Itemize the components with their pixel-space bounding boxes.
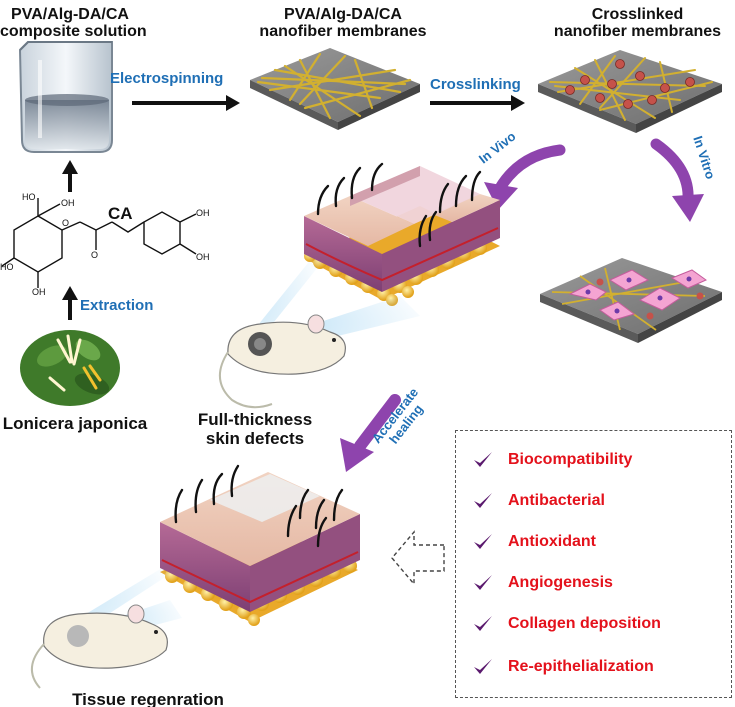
nanofiber-membrane-icon bbox=[250, 48, 420, 130]
mouse-regenerated-icon bbox=[31, 604, 168, 689]
skin-defect-model-icon bbox=[304, 162, 500, 306]
crosslinked-membrane-icon bbox=[538, 50, 722, 133]
property-label: Antioxidant bbox=[508, 533, 596, 550]
composite-solution-title: PVA/Alg-DA/CA composite solution bbox=[0, 6, 147, 40]
atom-label: HO bbox=[0, 262, 14, 272]
property-label: Re-epithelialization bbox=[508, 658, 654, 675]
checkmark-icon bbox=[474, 616, 492, 631]
skin-defects-label-line2: skin defects bbox=[205, 429, 305, 448]
checkmark-icon bbox=[474, 534, 492, 549]
zoom-beam-2 bbox=[250, 258, 322, 342]
property-label: Angiogenesis bbox=[508, 574, 613, 591]
to-beaker-arrow bbox=[62, 160, 78, 192]
atom-label: OH bbox=[61, 198, 75, 208]
extraction-label: Extraction bbox=[80, 297, 154, 314]
crosslinked-membranes-title: Crosslinked nanofiber membranes bbox=[540, 6, 735, 40]
composite-solution-title-line1: PVA/Alg-DA/CA bbox=[11, 6, 129, 23]
nanofiber-membranes-title: PVA/Alg-DA/CA nanofiber membranes bbox=[248, 6, 438, 40]
beaker-icon bbox=[18, 41, 113, 153]
in-vivo-arrow bbox=[484, 144, 566, 210]
property-label: Collagen deposition bbox=[508, 615, 661, 632]
property-label: Antibacterial bbox=[508, 492, 605, 509]
atom-label: OH bbox=[32, 287, 46, 297]
atom-label: OH bbox=[196, 208, 210, 218]
electrospinning-label: Electrospinning bbox=[110, 70, 224, 87]
nanofiber-membranes-title-line1: PVA/Alg-DA/CA bbox=[284, 6, 402, 23]
crosslinking-label: Crosslinking bbox=[430, 76, 521, 93]
property-label: Biocompatibility bbox=[508, 451, 633, 468]
ca-molecule-structure bbox=[1, 198, 197, 288]
checkmark-icon bbox=[474, 452, 492, 467]
checkmark-icon bbox=[474, 659, 492, 674]
property-item: Re-epithelialization bbox=[472, 653, 654, 681]
atom-label: OH bbox=[196, 252, 210, 262]
atom-label: O bbox=[62, 218, 70, 228]
plant-name-label: Lonicera japonica bbox=[2, 414, 148, 433]
nanofiber-membranes-title-line2: nanofiber membranes bbox=[259, 23, 427, 40]
tissue-regeneration-label: Tissue regenration bbox=[72, 690, 224, 707]
property-item: Antioxidant bbox=[472, 528, 596, 556]
crosslinking-arrow bbox=[430, 95, 525, 111]
regenerated-skin-model-icon bbox=[160, 464, 360, 626]
mouse-icon bbox=[219, 314, 346, 409]
crosslinked-membranes-title-line2: nanofiber membranes bbox=[553, 23, 722, 40]
property-item: Biocompatibility bbox=[472, 446, 632, 474]
checkmark-icon bbox=[474, 575, 492, 590]
electrospinning-arrow bbox=[132, 95, 240, 111]
checkmark-icon bbox=[474, 493, 492, 508]
extraction-arrow bbox=[62, 286, 78, 320]
property-item: Angiogenesis bbox=[472, 569, 613, 597]
ca-molecule-name: CA bbox=[108, 204, 133, 223]
in-vitro-arrow bbox=[650, 138, 704, 222]
outcome-hollow-arrow bbox=[391, 530, 445, 586]
accelerate-healing-arrow bbox=[340, 394, 401, 472]
cell-seeded-membrane-icon bbox=[540, 258, 722, 343]
properties-box: Biocompatibility Antibacterial Antioxida… bbox=[455, 430, 732, 698]
property-item: Collagen deposition bbox=[472, 610, 661, 638]
composite-solution-title-line2: composite solution bbox=[0, 23, 147, 40]
skin-defects-label-line1: Full-thickness bbox=[197, 410, 313, 429]
atom-label: HO bbox=[22, 192, 36, 202]
crosslinked-membranes-title-line1: Crosslinked bbox=[591, 6, 684, 23]
skin-defects-label: Full-thickness skin defects bbox=[180, 410, 330, 448]
lonicera-plant-image bbox=[20, 330, 120, 406]
atom-label: O bbox=[91, 250, 99, 260]
property-item: Antibacterial bbox=[472, 487, 605, 515]
